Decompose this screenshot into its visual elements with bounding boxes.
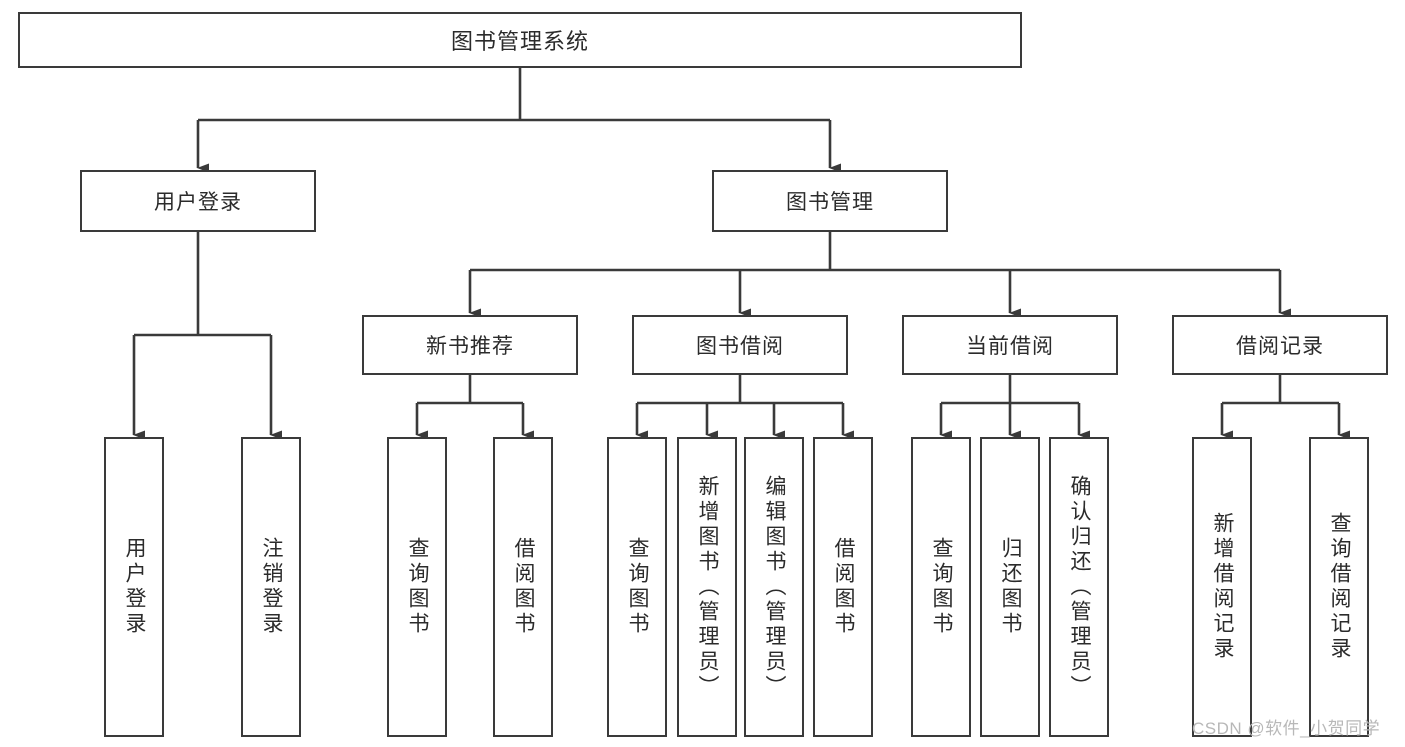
leaf-add-borrow-record[interactable]: 新增借阅记录 [1192,437,1252,737]
leaf-add-book-admin[interactable]: 新增图书（管理员） [677,437,737,737]
leaf-label: 确认归还（管理员） [1068,474,1092,700]
leaf-query-book-recommend[interactable]: 查询图书 [387,437,447,737]
node-current-borrow[interactable]: 当前借阅 [902,315,1118,375]
leaf-query-book-borrow[interactable]: 查询图书 [607,437,667,737]
leaf-label: 归还图书 [999,537,1023,637]
leaf-label: 借阅图书 [832,537,856,637]
leaf-label: 编辑图书（管理员） [763,474,787,700]
leaf-borrow-book[interactable]: 借阅图书 [813,437,873,737]
leaf-edit-book-admin[interactable]: 编辑图书（管理员） [744,437,804,737]
node-borrow-record[interactable]: 借阅记录 [1172,315,1388,375]
leaf-label: 用户登录 [123,537,147,637]
leaf-label: 借阅图书 [512,537,536,637]
leaf-label: 新增借阅记录 [1211,512,1235,662]
node-book-borrow[interactable]: 图书借阅 [632,315,848,375]
leaf-label: 新增图书（管理员） [696,474,720,700]
leaf-label: 注销登录 [260,537,284,637]
node-root-system[interactable]: 图书管理系统 [18,12,1022,68]
leaf-query-borrow-record[interactable]: 查询借阅记录 [1309,437,1369,737]
leaf-confirm-return-admin[interactable]: 确认归还（管理员） [1049,437,1109,737]
node-user-login[interactable]: 用户登录 [80,170,316,232]
csdn-watermark: CSDN @软件_小贺同学 [1192,719,1381,738]
leaf-label: 查询图书 [406,537,430,637]
node-new-book-recommend[interactable]: 新书推荐 [362,315,578,375]
leaf-label: 查询借阅记录 [1328,512,1352,662]
leaf-user-login[interactable]: 用户登录 [104,437,164,737]
leaf-label: 查询图书 [930,537,954,637]
leaf-query-book-current[interactable]: 查询图书 [911,437,971,737]
node-book-management[interactable]: 图书管理 [712,170,948,232]
leaf-borrow-book-recommend[interactable]: 借阅图书 [493,437,553,737]
leaf-label: 查询图书 [626,537,650,637]
leaf-logout[interactable]: 注销登录 [241,437,301,737]
leaf-return-book[interactable]: 归还图书 [980,437,1040,737]
